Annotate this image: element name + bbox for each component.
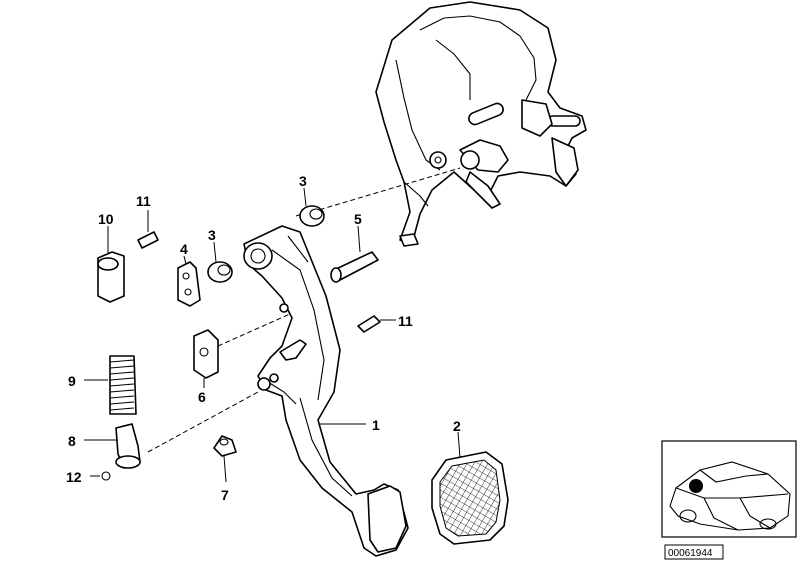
spring-seat <box>84 423 141 469</box>
pedal-bracket <box>375 1 587 247</box>
pedal-location-marker <box>689 479 703 493</box>
pedal-pad <box>431 451 509 545</box>
bearing-pin <box>330 225 379 283</box>
callout-part-11-right: 11 <box>398 313 413 329</box>
callout-part-12: 12 <box>66 469 82 485</box>
callout-part-9: 9 <box>68 373 76 389</box>
circlip <box>90 471 111 481</box>
callout-part-10: 10 <box>98 211 114 227</box>
bushing-lower <box>207 241 233 283</box>
document-number-box: 00061944 <box>664 544 724 560</box>
rubber-buffer <box>213 435 237 483</box>
car-outline-icon <box>669 461 791 531</box>
callout-part-8: 8 <box>68 433 76 449</box>
callout-part-2: 2 <box>453 418 461 434</box>
document-number: 00061944 <box>668 548 713 559</box>
vehicle-locator-inset <box>661 440 797 538</box>
leader-part-2 <box>457 431 461 459</box>
callout-part-3-upper: 3 <box>299 173 307 189</box>
callout-part-7: 7 <box>221 487 229 503</box>
callout-part-4: 4 <box>180 241 188 257</box>
callout-part-3-lower: 3 <box>208 227 216 243</box>
callout-part-5: 5 <box>354 211 362 227</box>
dowel-pin-right <box>357 315 396 333</box>
dowel-pin-upper <box>137 210 159 249</box>
callout-part-6: 6 <box>198 389 206 405</box>
callout-part-1: 1 <box>372 417 380 433</box>
bracket-plate <box>193 329 219 388</box>
clutch-pedal <box>243 225 409 557</box>
spring-seat-upper <box>97 226 125 303</box>
compression-spring <box>84 355 137 415</box>
retaining-clip <box>177 255 201 307</box>
bushing-upper <box>299 187 325 227</box>
callout-part-11-upper: 11 <box>136 193 151 209</box>
